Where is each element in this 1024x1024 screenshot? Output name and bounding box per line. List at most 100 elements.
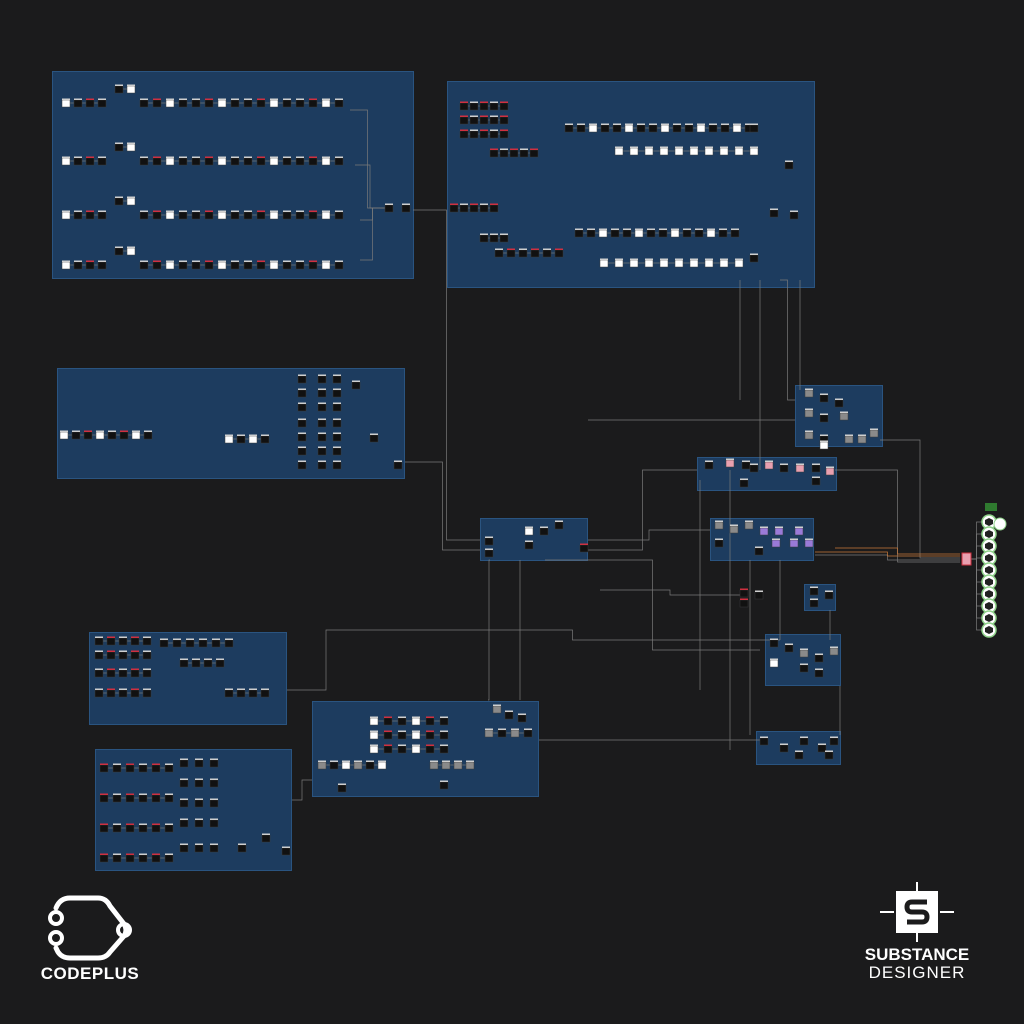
graph-node[interactable]: [732, 123, 742, 133]
graph-node[interactable]: [393, 460, 403, 470]
graph-node[interactable]: [308, 156, 318, 166]
graph-node[interactable]: [209, 843, 219, 853]
graph-node[interactable]: [332, 374, 342, 384]
graph-node[interactable]: [97, 98, 107, 108]
graph-node[interactable]: [194, 778, 204, 788]
graph-node[interactable]: [73, 210, 83, 220]
graph-node[interactable]: [282, 260, 292, 270]
graph-node[interactable]: [484, 548, 494, 558]
graph-node[interactable]: [759, 736, 769, 746]
graph-node[interactable]: [126, 196, 136, 206]
graph-node[interactable]: [369, 744, 379, 754]
graph-node[interactable]: [479, 115, 489, 125]
graph-node[interactable]: [351, 380, 361, 390]
graph-node[interactable]: [489, 115, 499, 125]
graph-node[interactable]: [131, 430, 141, 440]
graph-node[interactable]: [94, 668, 104, 678]
graph-node[interactable]: [523, 728, 533, 738]
graph-node[interactable]: [256, 156, 266, 166]
graph-node[interactable]: [138, 793, 148, 803]
graph-node[interactable]: [799, 663, 809, 673]
graph-node[interactable]: [749, 146, 759, 156]
graph-node[interactable]: [71, 430, 81, 440]
graph-node[interactable]: [614, 258, 624, 268]
graph-node[interactable]: [353, 760, 363, 770]
graph-node[interactable]: [126, 246, 136, 256]
graph-node[interactable]: [539, 526, 549, 536]
graph-node[interactable]: [164, 823, 174, 833]
graph-node[interactable]: [749, 123, 759, 133]
graph-node[interactable]: [260, 688, 270, 698]
graph-node[interactable]: [99, 823, 109, 833]
graph-node[interactable]: [499, 129, 509, 139]
graph-node[interactable]: [384, 203, 394, 213]
graph-node[interactable]: [243, 260, 253, 270]
graph-node[interactable]: [660, 123, 670, 133]
output-merge-node[interactable]: [961, 552, 972, 566]
graph-node[interactable]: [139, 210, 149, 220]
graph-node[interactable]: [332, 446, 342, 456]
graph-node[interactable]: [504, 710, 514, 720]
graph-node[interactable]: [554, 520, 564, 530]
graph-node[interactable]: [337, 783, 347, 793]
graph-node[interactable]: [459, 129, 469, 139]
graph-node[interactable]: [624, 123, 634, 133]
graph-node[interactable]: [281, 846, 291, 856]
graph-node[interactable]: [142, 636, 152, 646]
graph-node[interactable]: [411, 730, 421, 740]
graph-node[interactable]: [425, 744, 435, 754]
graph-node[interactable]: [689, 146, 699, 156]
graph-node[interactable]: [125, 853, 135, 863]
graph-node[interactable]: [172, 638, 182, 648]
graph-node[interactable]: [811, 476, 821, 486]
graph-node[interactable]: [332, 460, 342, 470]
graph-node[interactable]: [106, 668, 116, 678]
graph-node[interactable]: [152, 210, 162, 220]
graph-node[interactable]: [256, 98, 266, 108]
graph-node[interactable]: [297, 418, 307, 428]
graph-frame[interactable]: [756, 731, 841, 765]
graph-node[interactable]: [869, 428, 879, 438]
graph-node[interactable]: [839, 411, 849, 421]
graph-node[interactable]: [178, 260, 188, 270]
graph-node[interactable]: [369, 730, 379, 740]
graph-node[interactable]: [139, 156, 149, 166]
graph-node[interactable]: [739, 478, 749, 488]
graph-node[interactable]: [694, 228, 704, 238]
graph-node[interactable]: [674, 146, 684, 156]
graph-node[interactable]: [829, 646, 839, 656]
graph-node[interactable]: [297, 374, 307, 384]
graph-node[interactable]: [126, 84, 136, 94]
graph-node[interactable]: [636, 123, 646, 133]
graph-node[interactable]: [425, 730, 435, 740]
graph-node[interactable]: [114, 196, 124, 206]
graph-node[interactable]: [719, 146, 729, 156]
graph-node[interactable]: [704, 460, 714, 470]
graph-node[interactable]: [610, 228, 620, 238]
graph-node[interactable]: [61, 98, 71, 108]
graph-node[interactable]: [194, 798, 204, 808]
graph-node[interactable]: [646, 228, 656, 238]
graph-node[interactable]: [479, 129, 489, 139]
graph-node[interactable]: [151, 793, 161, 803]
graph-node[interactable]: [519, 148, 529, 158]
graph-node[interactable]: [598, 228, 608, 238]
graph-node[interactable]: [94, 688, 104, 698]
graph-node[interactable]: [774, 526, 784, 536]
graph-node[interactable]: [469, 101, 479, 111]
graph-node[interactable]: [479, 233, 489, 243]
graph-node[interactable]: [236, 434, 246, 444]
graph-node[interactable]: [524, 526, 534, 536]
graph-node[interactable]: [209, 798, 219, 808]
graph-node[interactable]: [217, 260, 227, 270]
graph-node[interactable]: [297, 432, 307, 442]
output-ring-icon[interactable]: [993, 517, 1007, 531]
graph-node[interactable]: [143, 430, 153, 440]
graph-node[interactable]: [704, 258, 714, 268]
graph-node[interactable]: [829, 736, 839, 746]
graph-frame[interactable]: [480, 518, 588, 561]
graph-node[interactable]: [397, 730, 407, 740]
graph-node[interactable]: [317, 402, 327, 412]
graph-node[interactable]: [217, 210, 227, 220]
graph-node[interactable]: [138, 853, 148, 863]
